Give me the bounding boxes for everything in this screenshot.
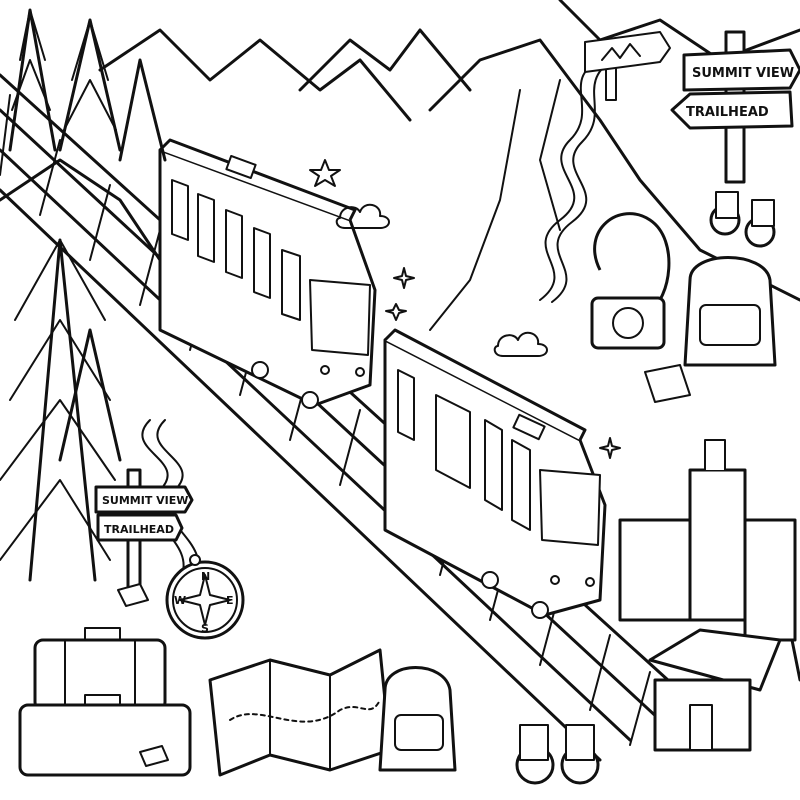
- mountain-icon: [601, 43, 641, 61]
- funicular-car-lower: [383, 328, 607, 619]
- camera: [590, 212, 671, 350]
- map: [208, 648, 392, 777]
- luggage-tag: [117, 583, 149, 607]
- sign-trailhead-left: TRAILHEAD: [104, 523, 174, 536]
- backpack-right: [683, 256, 777, 367]
- city-buildings: [618, 439, 797, 642]
- mountain-sign: [584, 31, 671, 101]
- svg-text:N: N: [201, 570, 210, 583]
- luggage-tag: [139, 745, 169, 767]
- backpack-bottom: [378, 666, 457, 772]
- svg-text:S: S: [201, 622, 209, 635]
- funicular-car-upper: [158, 138, 377, 409]
- sign-trailhead-top: TRAILHEAD: [686, 105, 769, 120]
- sign-summit-view-left: SUMMIT VIEW: [102, 494, 188, 507]
- small-map: [644, 364, 691, 403]
- binoculars-top: [709, 191, 776, 248]
- compass: N E S W: [165, 554, 245, 640]
- signpost-left: SUMMIT VIEW TRAILHEAD: [94, 468, 194, 602]
- svg-text:W: W: [174, 594, 186, 607]
- signpost-top-right: SUMMIT VIEW TRAILHEAD: [670, 30, 800, 184]
- clouds: [335, 203, 548, 357]
- pine-trees: [0, 8, 800, 682]
- stars: [309, 159, 621, 459]
- binoculars-bottom: [515, 724, 600, 785]
- svg-text:E: E: [226, 594, 234, 607]
- suitcases: [18, 583, 192, 777]
- sign-summit-view-top: SUMMIT VIEW: [692, 66, 794, 81]
- cabin: [648, 628, 782, 752]
